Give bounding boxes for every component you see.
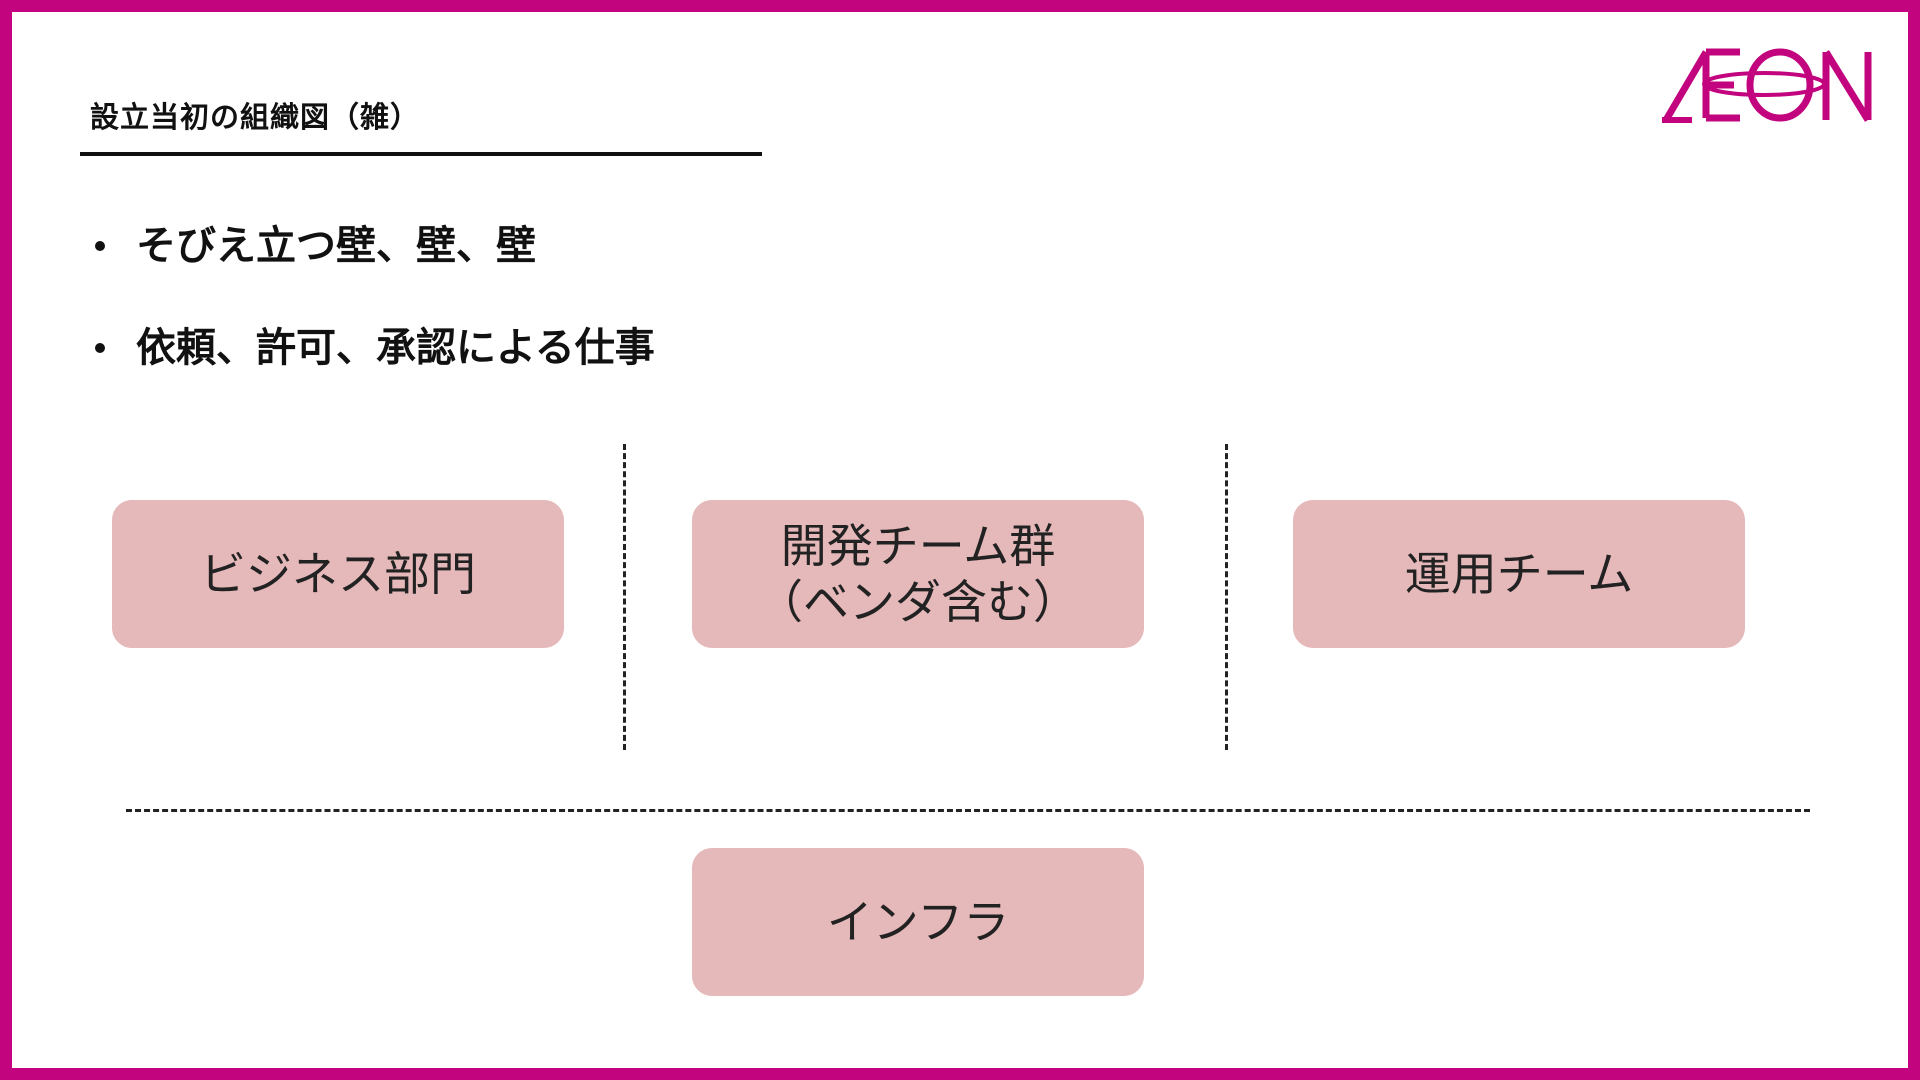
vertical-divider-left [623,444,626,750]
box-label: ビジネス部門 [200,547,476,601]
bullet-item: そびえ立つ壁、壁、壁 [88,222,655,270]
title-underline [80,152,762,156]
box-label-line1: 開発チーム群 [780,519,1056,573]
page-title: 設立当初の組織図（雑） [90,100,421,134]
box-infrastructure: インフラ [692,848,1144,996]
box-label-line2: （ベンダ含む） [757,575,1079,629]
box-label: 運用チーム [1404,547,1634,601]
aeon-logo [1662,48,1872,123]
bullet-text: そびえ立つ壁、壁、壁 [136,223,536,269]
box-business-department: ビジネス部門 [112,500,564,648]
vertical-divider-right [1225,444,1228,750]
box-dev-teams: 開発チーム群 （ベンダ含む） [692,500,1144,648]
bullet-text: 依頼、許可、承認による仕事 [136,325,655,371]
horizontal-divider [126,809,1810,812]
bullet-dot-icon [95,343,105,353]
bullet-item: 依頼、許可、承認による仕事 [88,324,655,372]
box-operations-team: 運用チーム [1293,500,1745,648]
box-label: インフラ [826,895,1010,949]
bullet-dot-icon [95,241,105,251]
bullet-list: そびえ立つ壁、壁、壁 依頼、許可、承認による仕事 [88,222,655,426]
